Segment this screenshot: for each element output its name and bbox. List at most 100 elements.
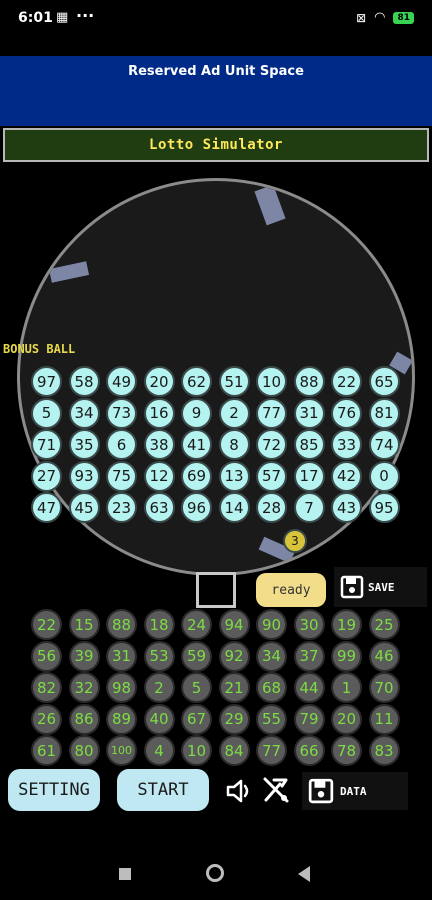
back-icon[interactable] — [298, 866, 310, 882]
drum-ball: 12 — [143, 460, 175, 492]
drum-ball: 76 — [331, 397, 362, 429]
result-ball: 59 — [181, 640, 212, 672]
ready-button[interactable]: ready — [256, 573, 326, 607]
drum-ball: 85 — [293, 429, 325, 460]
drum-ball: 42 — [331, 460, 362, 492]
drum-paddle — [254, 184, 286, 226]
wifi-icon: ◠ — [374, 10, 386, 25]
result-ball: 46 — [368, 640, 400, 672]
result-ball: 98 — [106, 672, 137, 703]
drum-ball: 74 — [368, 429, 400, 460]
navigation-bar — [0, 852, 432, 900]
drum-ball: 13 — [218, 460, 250, 492]
drum-ball: 35 — [68, 429, 100, 460]
drum-ball: 27 — [31, 460, 62, 492]
result-ball: 37 — [293, 640, 325, 672]
floppy-icon — [308, 778, 334, 804]
result-ball: 77 — [256, 735, 287, 766]
result-ball: 70 — [368, 672, 400, 703]
result-ball: 92 — [218, 640, 250, 672]
result-ball: 19 — [331, 609, 362, 640]
result-ball: 61 — [31, 735, 62, 766]
result-ball: 88 — [106, 609, 137, 640]
drum-ball: 20 — [143, 366, 175, 397]
drum-ball: 47 — [31, 492, 62, 523]
ad-banner-text: Reserved Ad Unit Space — [128, 64, 304, 79]
setting-button[interactable]: SETTING — [8, 769, 100, 811]
drum-ball: 75 — [106, 460, 137, 492]
result-ball: 83 — [368, 735, 400, 766]
drum-ball: 17 — [293, 460, 325, 492]
result-ball: 80 — [68, 735, 100, 766]
mute-icon[interactable] — [260, 774, 292, 806]
result-ball: 31 — [106, 640, 137, 672]
drum-ball: 41 — [181, 429, 212, 460]
drum-ball: 77 — [256, 397, 287, 429]
result-ball: 79 — [293, 703, 325, 735]
drum-ball: 63 — [143, 492, 175, 523]
drum-ball: 14 — [218, 492, 250, 523]
start-button[interactable]: START — [117, 769, 209, 811]
result-ball: 99 — [331, 640, 362, 672]
drum-ball: 33 — [331, 429, 362, 460]
no-sim-icon: ⊠ — [356, 10, 367, 25]
result-ball: 32 — [68, 672, 100, 703]
drum-ball: 6 — [106, 429, 137, 460]
drum-ball: 51 — [218, 366, 250, 397]
result-ball: 24 — [181, 609, 212, 640]
bonus-ball-label: BONUS BALL — [3, 342, 76, 356]
drum-ball: 69 — [181, 460, 212, 492]
result-ball: 53 — [143, 640, 175, 672]
drum-ball: 88 — [293, 366, 325, 397]
drum-ball: 43 — [331, 492, 362, 523]
drum-ball: 34 — [68, 397, 100, 429]
result-ball: 78 — [331, 735, 362, 766]
drum-ball: 0 — [368, 460, 400, 492]
drum-ball: 57 — [256, 460, 287, 492]
drum-ball: 10 — [256, 366, 287, 397]
result-ball: 56 — [31, 640, 62, 672]
drum-ball: 23 — [106, 492, 137, 523]
result-ball: 2 — [143, 672, 175, 703]
ad-banner: Reserved Ad Unit Space — [0, 56, 432, 126]
data-button[interactable]: DATA — [302, 772, 408, 810]
drum-ball: 16 — [143, 397, 175, 429]
result-ball: 1 — [331, 672, 362, 703]
drum-ball: 65 — [368, 366, 400, 397]
result-ball: 90 — [256, 609, 287, 640]
drum-ball: 71 — [31, 429, 62, 460]
save-button[interactable]: SAVE — [334, 567, 427, 607]
drum-ball: 38 — [143, 429, 175, 460]
status-icons: ⊠ ◠ 81 — [356, 10, 414, 25]
drum-ball: 97 — [31, 366, 62, 397]
drum-ball: 9 — [181, 397, 212, 429]
more-notifications-icon: ··· — [76, 6, 95, 25]
ball-funnel — [196, 572, 236, 608]
result-ball: 29 — [218, 703, 250, 735]
result-ball: 94 — [218, 609, 250, 640]
page-title: Lotto Simulator — [149, 137, 283, 153]
drum-ball: 28 — [256, 492, 287, 523]
status-time: 6:01 — [18, 10, 53, 26]
floppy-icon — [340, 575, 364, 599]
result-ball: 30 — [293, 609, 325, 640]
status-bar: 6:01 ▦ ··· ⊠ ◠ 81 — [0, 0, 432, 38]
result-ball: 82 — [31, 672, 62, 703]
result-ball: 100 — [106, 735, 137, 766]
drum-paddle — [48, 261, 90, 283]
home-icon[interactable] — [206, 864, 224, 882]
result-ball: 39 — [68, 640, 100, 672]
result-ball: 66 — [293, 735, 325, 766]
drum-ball: 58 — [68, 366, 100, 397]
recents-icon[interactable] — [119, 868, 131, 880]
drum-ball: 2 — [218, 397, 250, 429]
speaker-icon[interactable] — [224, 776, 254, 806]
save-label: SAVE — [368, 580, 395, 594]
battery-icon: 81 — [393, 11, 414, 24]
result-ball: 55 — [256, 703, 287, 735]
drum-ball: 5 — [31, 397, 62, 429]
result-ball: 86 — [68, 703, 100, 735]
result-ball: 20 — [331, 703, 362, 735]
notification-icon: ▦ — [56, 10, 69, 25]
result-ball: 26 — [31, 703, 62, 735]
